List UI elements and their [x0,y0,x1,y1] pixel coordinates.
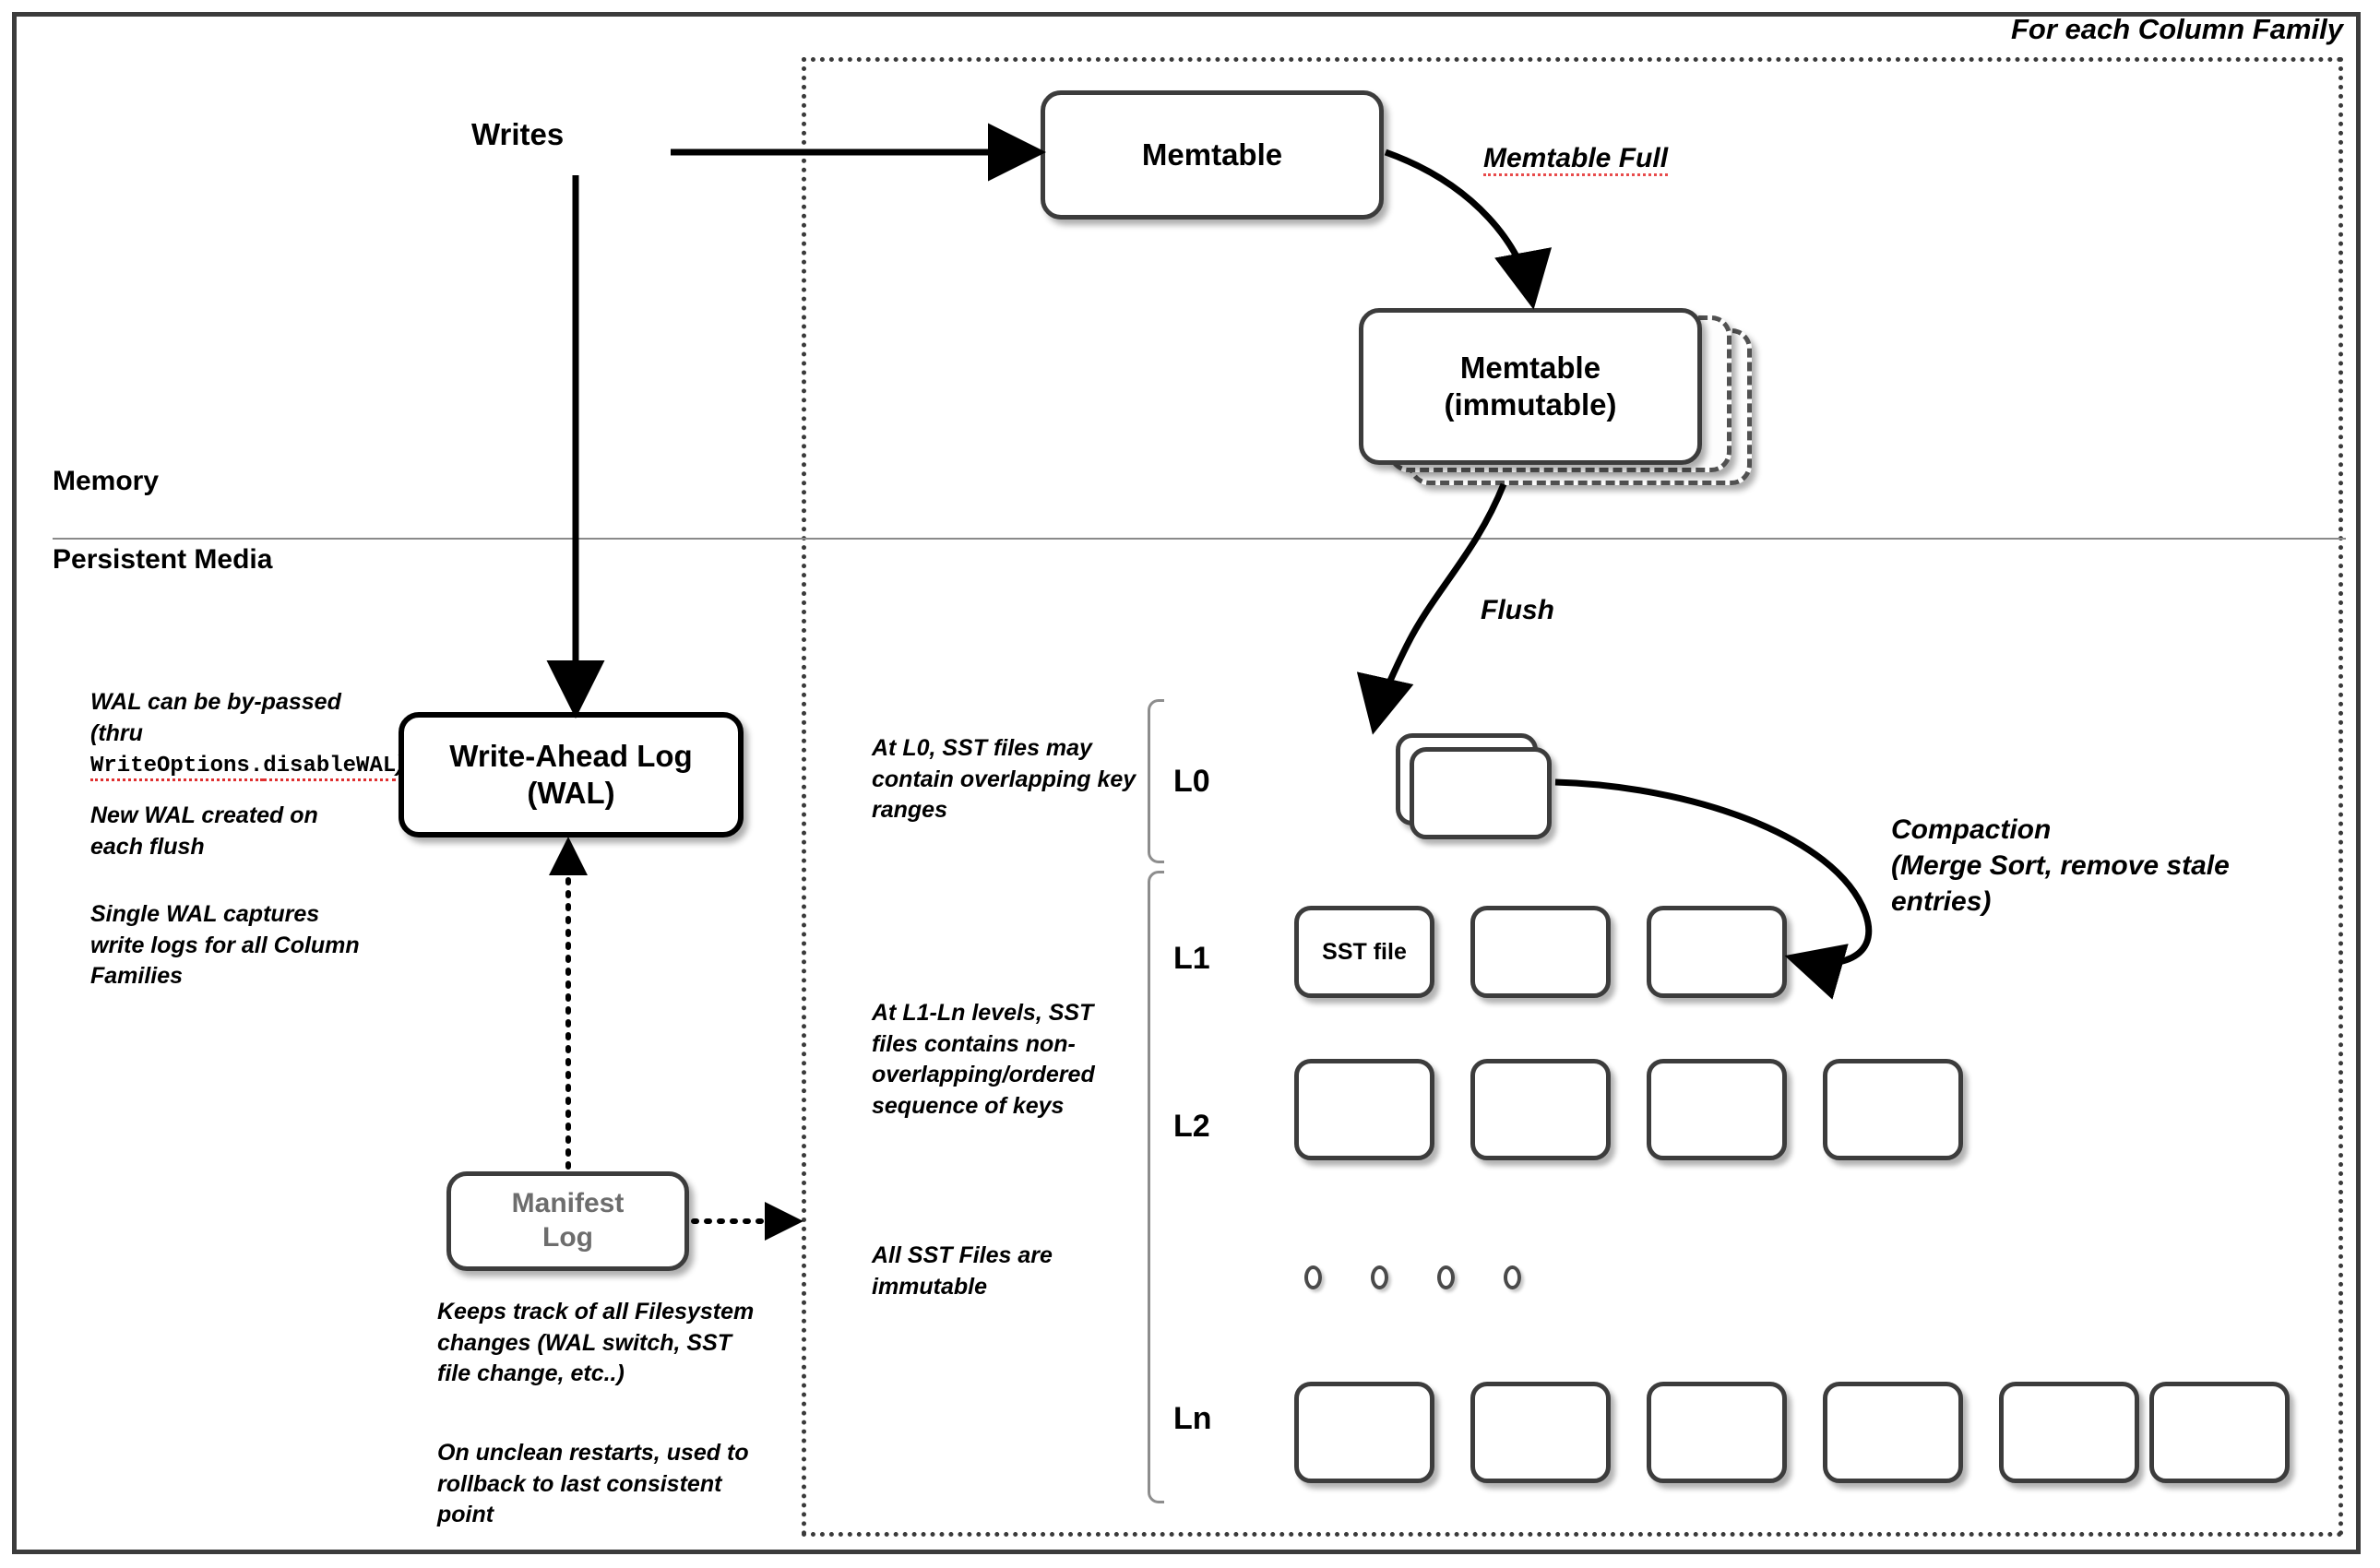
bracket-l1-ln [1148,871,1164,1503]
note-wal-bypass-code-1: WriteOptions. [90,754,264,781]
bracket-l0 [1148,699,1164,863]
memory-label: Memory [53,466,160,496]
level-label-l1: L1 [1173,941,1210,976]
sst-tile-l2-1[interactable] [1470,1059,1611,1160]
note-wal-bypass: WAL can be by-passed (thru WriteOptions.… [90,687,404,781]
node-memtable-label: Memtable [1141,137,1283,172]
note-manifest-rollback: On unclean restarts, used to rollback to… [437,1440,749,1527]
sst-tile-l2-3[interactable] [1823,1059,1963,1160]
note-l0: At L0, SST files may contain overlapping… [872,735,1136,823]
note-manifest-track: Keeps track of all Filesystem changes (W… [437,1299,755,1386]
note-wal-new: New WAL created on each flush [90,802,318,860]
sst-tile-ln-4[interactable] [1999,1382,2139,1483]
node-wal-label: Write-Ahead Log (WAL) [449,738,693,810]
diagram-outer-frame [12,12,2361,1554]
ellipsis-dots [1304,1265,1544,1302]
node-write-ahead-log[interactable]: Write-Ahead Log (WAL) [399,712,744,837]
dot-icon [1371,1265,1388,1289]
node-manifest-log[interactable]: Manifest Log [446,1171,689,1271]
node-memtable[interactable]: Memtable [1041,90,1384,220]
note-wal-bypass-code-2: disableWAL [263,754,397,781]
level-label-l0: L0 [1173,764,1210,799]
sst-tile-ln-2[interactable] [1647,1382,1787,1483]
writes-label: Writes [471,117,565,151]
note-wal-bypass-pre: WAL can be by-passed (thru [90,689,341,746]
sst-tile-l0-1[interactable] [1410,747,1552,839]
sst-tile-ln-5[interactable] [2149,1382,2290,1483]
node-memtable-immutable[interactable]: Memtable (immutable) [1359,308,1702,465]
note-wal-single: Single WAL captures write logs for all C… [90,901,360,989]
dot-icon [1437,1265,1455,1289]
note-immutable: All SST Files are immutable [872,1242,1053,1300]
level-label-ln: Ln [1173,1401,1212,1436]
compaction-line-1: Compaction [1891,814,2052,845]
sst-tile-l1-0[interactable]: SST file [1294,906,1434,998]
flow-label-flush: Flush [1481,595,1554,625]
node-manifest-log-label: Manifest Log [511,1188,625,1253]
level-label-l2: L2 [1173,1109,1210,1144]
persistent-media-label: Persistent Media [53,544,273,575]
compaction-line-2: (Merge Sort, remove stale [1891,850,2230,881]
sst-tile-label: SST file [1322,938,1407,965]
flow-label-compaction: Compaction (Merge Sort, remove stale ent… [1891,812,2230,920]
note-wal-bypass-post: ) [396,751,404,777]
node-memtable-immutable-label: Memtable (immutable) [1444,350,1617,422]
sst-tile-l1-1[interactable] [1470,906,1611,998]
sst-tile-l1-2[interactable] [1647,906,1787,998]
sst-tile-l2-2[interactable] [1647,1059,1787,1160]
column-family-region [802,57,2343,1537]
memory-persistent-divider [53,538,2346,540]
note-l1-ln: At L1-Ln levels, SST files contains non-… [872,1000,1095,1119]
column-family-label: For each Column Family [2010,13,2343,45]
compaction-line-3: entries) [1891,886,1992,917]
sst-tile-ln-3[interactable] [1823,1382,1963,1483]
dot-icon [1504,1265,1521,1289]
sst-tile-ln-1[interactable] [1470,1382,1611,1483]
flow-label-memtable-full: Memtable Full [1483,143,1669,176]
sst-tile-ln-0[interactable] [1294,1382,1434,1483]
sst-tile-l2-0[interactable] [1294,1059,1434,1160]
dot-icon [1304,1265,1322,1289]
